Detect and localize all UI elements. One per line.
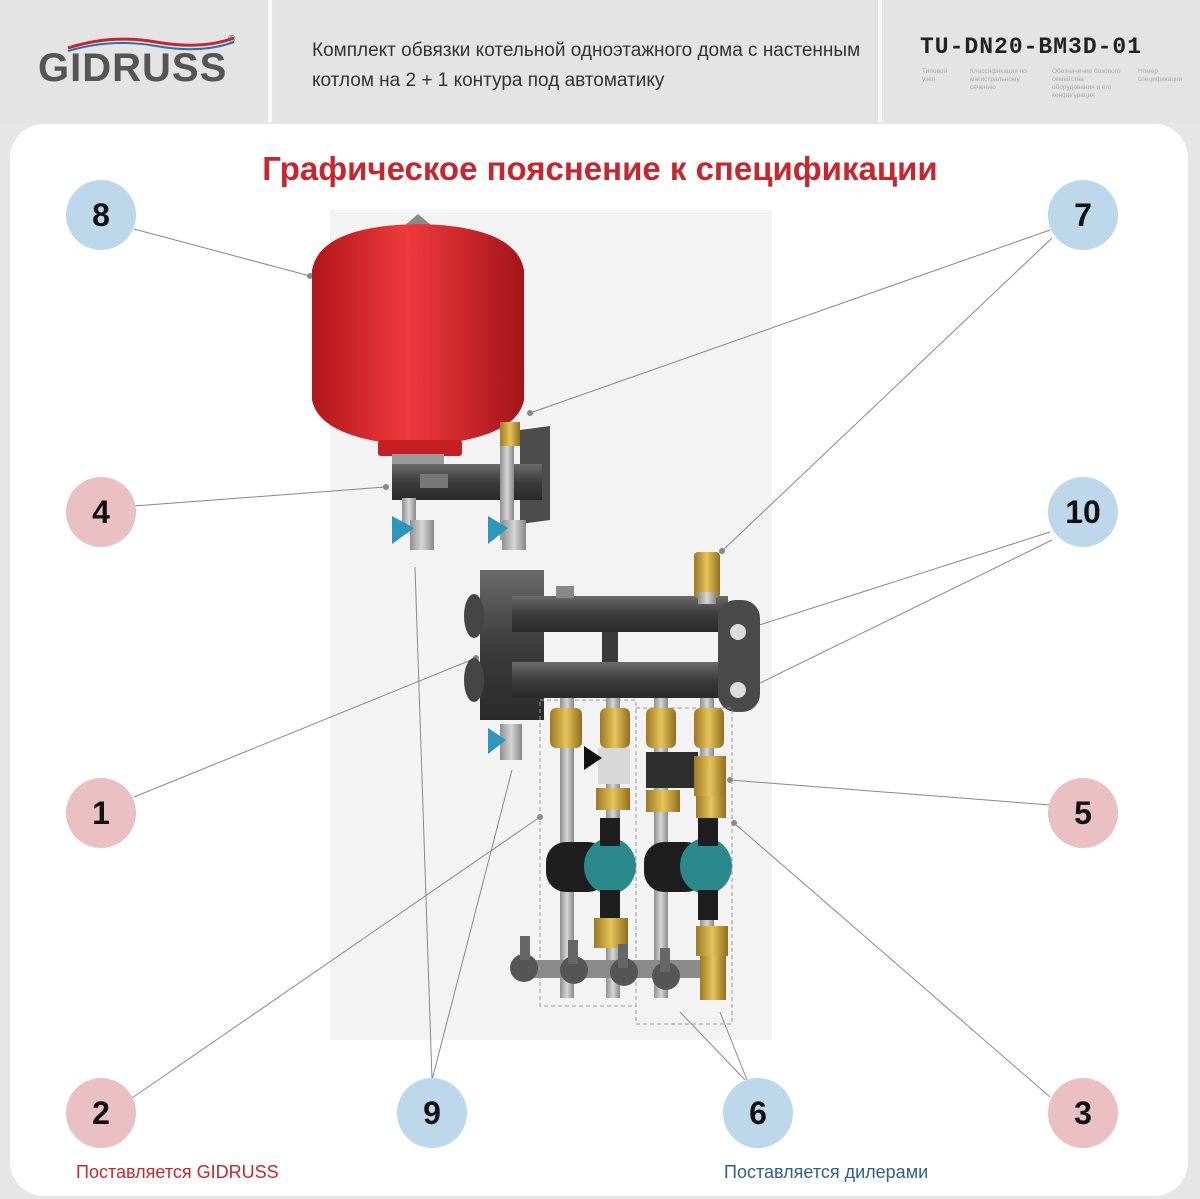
upper-header [392, 422, 550, 540]
leader-lines [131, 228, 1053, 1099]
logo-registered-mark: ® [228, 34, 236, 45]
callout-5: 5 [1048, 778, 1118, 848]
code-note: Обозначение базового семейства оборудова… [1052, 68, 1121, 99]
header-code-panel: TU-DN20-BM3D-01 Типовой узел Классификац… [884, 0, 1200, 122]
callout-10: 10 [1048, 477, 1118, 547]
distribution-manifold [512, 552, 760, 712]
logo-wave-icon [67, 36, 235, 52]
callout-9: 9 [397, 1078, 467, 1148]
bottom-valves [510, 936, 700, 990]
header-description-panel: Комплект обвязки котельной одноэтажного … [274, 0, 878, 122]
callout-4: 4 [66, 477, 136, 547]
callout-1: 1 [66, 778, 136, 848]
pump-groups [546, 698, 732, 1000]
legend-dealers: Поставляется дилерами [724, 1162, 929, 1182]
ball-valve-lower [488, 724, 522, 760]
code-note: Номер спецификации [1138, 68, 1183, 83]
ball-valves-upper [392, 516, 526, 550]
legend-gidruss: Поставляется GIDRUSS [76, 1162, 279, 1182]
header-logo-panel: GIDRUSS ® [0, 0, 266, 122]
header-separator [268, 0, 272, 122]
header-description: Комплект обвязки котельной одноэтажного … [312, 40, 861, 91]
callout-2: 2 [66, 1078, 136, 1148]
callout-8: 8 [66, 180, 136, 250]
code-note: Классификация по магистральному сечению [970, 68, 1027, 91]
callout-3: 3 [1048, 1078, 1118, 1148]
page-title: Графическое пояснение к спецификации [262, 150, 938, 187]
callout-7: 7 [1048, 180, 1118, 250]
header-separator [878, 0, 882, 122]
logo-text: GIDRUSS [38, 46, 228, 90]
code-note: Типовой узел [922, 68, 948, 83]
product-code: TU-DN20-BM3D-01 [920, 34, 1143, 60]
callout-6: 6 [723, 1078, 793, 1148]
expansion-tank [312, 214, 524, 464]
